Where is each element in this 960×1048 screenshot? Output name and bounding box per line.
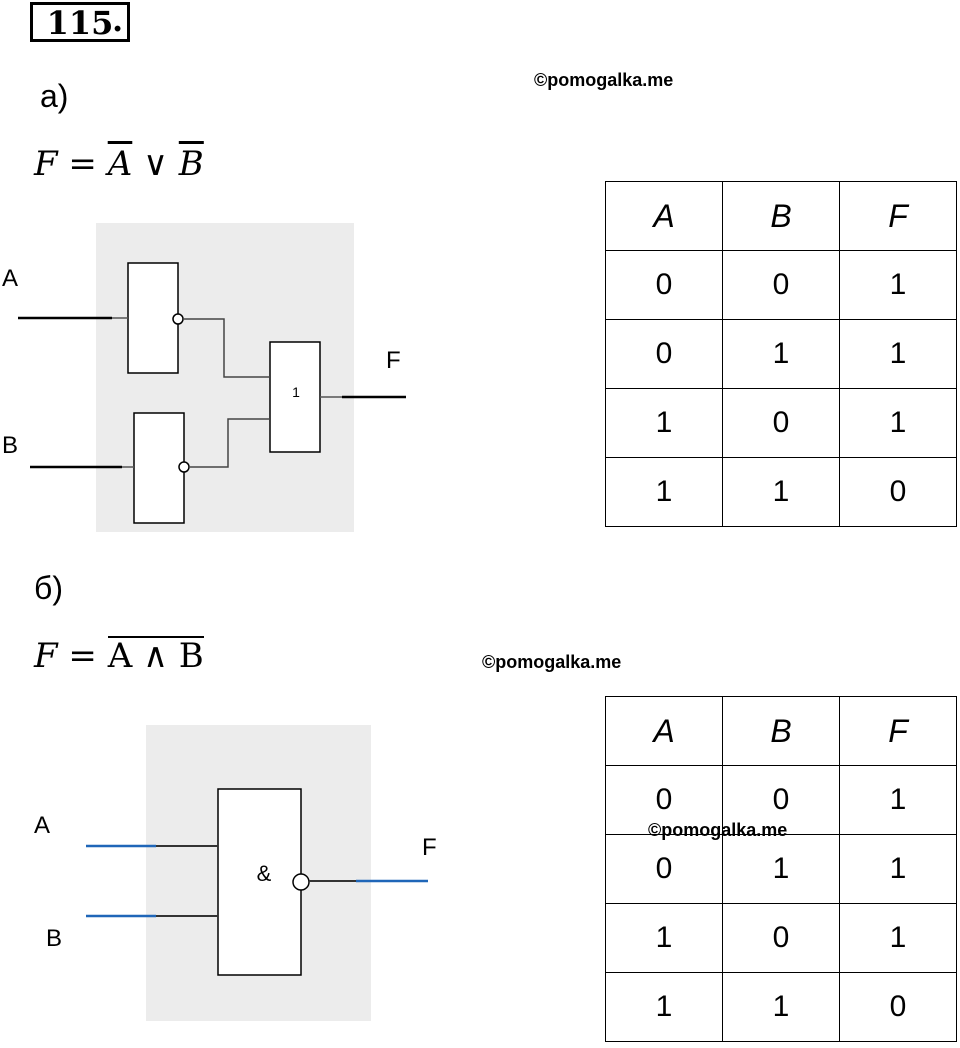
header-b: B bbox=[722, 696, 840, 766]
cell: 0 bbox=[722, 388, 840, 458]
formula-b-lhs: F bbox=[34, 636, 58, 676]
cell: 0 bbox=[722, 765, 840, 835]
cell: 0 bbox=[839, 972, 957, 1042]
cell: 1 bbox=[605, 972, 723, 1042]
output-f-label: F bbox=[386, 347, 401, 374]
formula-a: F = A ∨ B bbox=[34, 144, 204, 184]
cell: 0 bbox=[722, 250, 840, 320]
cell: 0 bbox=[839, 457, 957, 527]
cell: 1 bbox=[605, 388, 723, 458]
input-b-label: B bbox=[2, 432, 18, 459]
cell: 1 bbox=[722, 457, 840, 527]
header-b: B bbox=[722, 181, 840, 251]
not-gate-b-bubble bbox=[178, 461, 190, 473]
formula-b-eq: = bbox=[68, 636, 97, 676]
problem-number-dot: . bbox=[112, 1, 124, 39]
cell: 0 bbox=[605, 250, 723, 320]
truth-table-b: A B F 0 0 1 0 1 1 1 0 1 1 1 0 bbox=[605, 696, 957, 1042]
cell: 0 bbox=[605, 834, 723, 904]
header-f: F bbox=[839, 696, 957, 766]
nand-bubble bbox=[292, 873, 310, 891]
formula-a-or: ∨ bbox=[143, 144, 168, 184]
or-gate-label: 1 bbox=[292, 384, 300, 400]
cell: 0 bbox=[722, 903, 840, 973]
cell: 1 bbox=[839, 765, 957, 835]
cell: 1 bbox=[839, 834, 957, 904]
header-a: A bbox=[605, 696, 723, 766]
cell: 1 bbox=[839, 250, 957, 320]
watermark-2: ©pomogalka.me bbox=[482, 652, 622, 672]
not-gate-b bbox=[133, 412, 185, 524]
circuit-a: 1 A B F bbox=[2, 223, 406, 532]
problem-number: 115 bbox=[30, 2, 130, 42]
part-a-label: а) bbox=[40, 78, 69, 114]
cell: 0 bbox=[605, 319, 723, 389]
formula-a-eq: = bbox=[68, 144, 97, 184]
truth-table-a-header: A B F bbox=[605, 181, 957, 251]
cell: 1 bbox=[839, 388, 957, 458]
table-row: 1 1 0 bbox=[605, 972, 957, 1042]
wire-not-b-to-or bbox=[189, 418, 270, 468]
wire-not-a-to-or bbox=[183, 318, 270, 378]
table-row: 0 1 1 bbox=[605, 834, 957, 904]
table-row: 1 0 1 bbox=[605, 903, 957, 973]
formula-b-expr: A ∧ B bbox=[107, 636, 204, 676]
and-gate-label: & bbox=[257, 861, 272, 886]
circuit-b: & A B F bbox=[34, 725, 437, 1021]
watermark-1: ©pomogalka.me bbox=[534, 70, 674, 90]
table-row: 1 1 0 bbox=[605, 457, 957, 527]
and-gate bbox=[217, 788, 302, 976]
cell: 1 bbox=[839, 319, 957, 389]
truth-table-a: A B F 0 0 1 0 1 1 1 0 1 1 1 0 bbox=[605, 181, 957, 527]
cell: 1 bbox=[605, 457, 723, 527]
formula-a-not-a: A bbox=[107, 144, 133, 184]
cell: 1 bbox=[839, 903, 957, 973]
output-f-label: F bbox=[422, 834, 437, 861]
header-f: F bbox=[839, 181, 957, 251]
not-gate-a bbox=[127, 262, 179, 374]
cell: 1 bbox=[722, 834, 840, 904]
cell: 1 bbox=[722, 319, 840, 389]
not-gate-a-bubble bbox=[172, 313, 184, 325]
part-b-label: б) bbox=[34, 570, 63, 606]
cell: 1 bbox=[722, 972, 840, 1042]
table-row: 0 0 1 bbox=[605, 250, 957, 320]
truth-table-b-header: A B F bbox=[605, 696, 957, 766]
header-a: A bbox=[605, 181, 723, 251]
watermark-3: ©pomogalka.me bbox=[648, 820, 788, 840]
or-gate bbox=[269, 341, 321, 453]
input-a-label: A bbox=[34, 812, 50, 839]
cell: 1 bbox=[605, 903, 723, 973]
table-row: 1 0 1 bbox=[605, 388, 957, 458]
formula-a-not-b: B bbox=[178, 144, 204, 184]
formula-b: F = A ∧ B bbox=[34, 636, 204, 676]
table-row: 0 0 1 bbox=[605, 765, 957, 835]
input-b-label: B bbox=[46, 925, 62, 952]
formula-a-lhs: F bbox=[34, 144, 58, 184]
cell: 0 bbox=[605, 765, 723, 835]
input-a-label: A bbox=[2, 265, 18, 292]
table-row: 0 1 1 bbox=[605, 319, 957, 389]
